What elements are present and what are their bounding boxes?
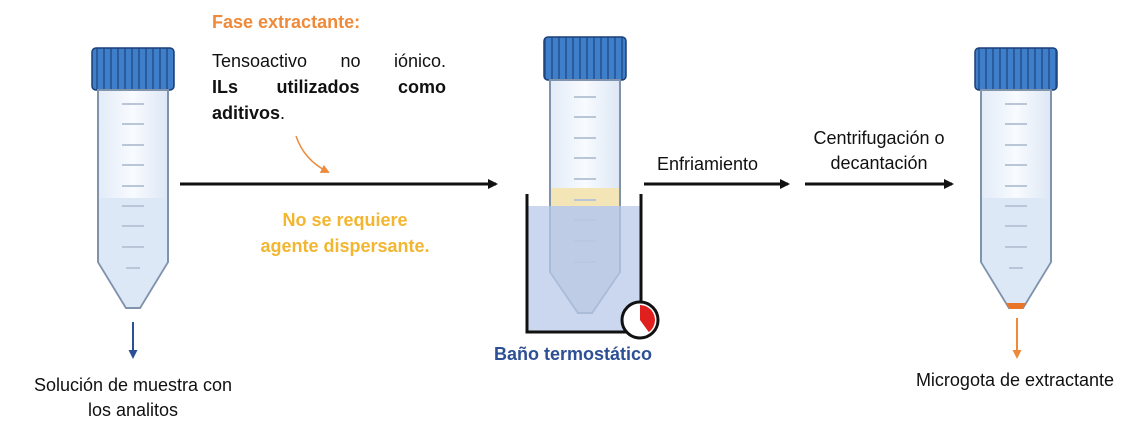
- extractant-phase-line1: Tensoactivo no iónico.: [212, 51, 446, 71]
- dispersant-note-line1: No se requiere: [282, 210, 408, 230]
- extractant-phase-description: Tensoactivo no iónico. ILs utilizados co…: [212, 48, 446, 100]
- separation-step-label: Centrifugación o decantación: [786, 126, 972, 176]
- thermostatic-bath-label: Baño termostático: [494, 344, 653, 364]
- sample-caption-line1: Solución de muestra con: [33, 375, 233, 395]
- extractant-phase-line3-bold: aditivos: [212, 103, 281, 123]
- timer-icon: [620, 300, 660, 340]
- sample-tube-icon: [91, 47, 175, 309]
- separation-step-line2: decantación: [830, 153, 928, 173]
- thermostatic-bath-icon: [525, 194, 643, 334]
- separation-step-line1: Centrifugación o: [813, 128, 945, 148]
- result-tube-icon: [974, 47, 1058, 309]
- dispersant-note-line2: agente dispersante.: [260, 236, 430, 256]
- extractant-pointer-arrow: [295, 135, 330, 173]
- extractant-phase-line3-end: .: [280, 103, 286, 123]
- extractant-phase-line2: ILs utilizados como: [212, 77, 446, 97]
- extractant-phase-line3: aditivos.: [212, 100, 285, 126]
- droplet-caption: Microgota de extractante: [915, 370, 1115, 390]
- dispersant-note: No se requiere agente dispersante.: [200, 207, 490, 259]
- sample-caption-line2: los analitos: [87, 400, 179, 420]
- extractant-droplet: [1006, 303, 1026, 309]
- cooling-step-label: Enfriamiento: [657, 154, 759, 174]
- sample-caption: Solución de muestra con los analitos: [2, 373, 264, 423]
- extractant-phase-title: Fase extractante:: [212, 12, 361, 32]
